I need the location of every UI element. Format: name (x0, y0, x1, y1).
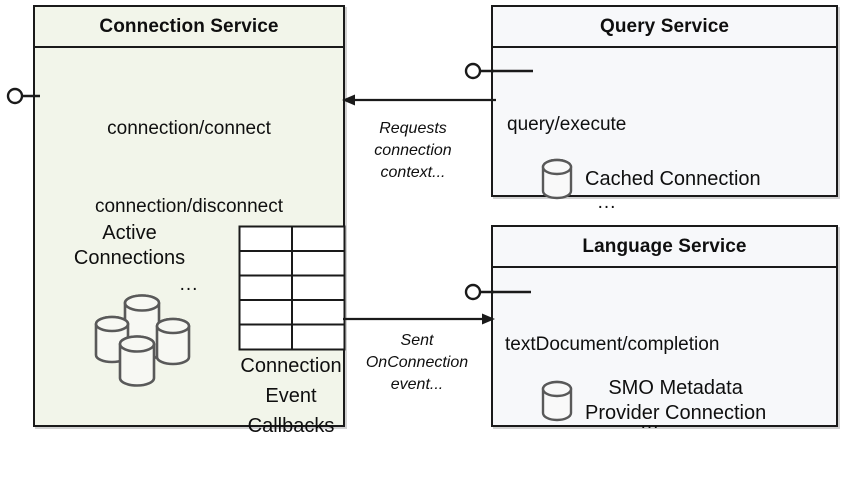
active-connections-label: Active Connections (52, 221, 207, 271)
database-cylinder-icon (541, 380, 573, 422)
edge-label-line3: event... (390, 376, 444, 393)
connection-service-api-list: connection/connect connection/disconnect… (35, 64, 343, 350)
cached-connection-artifact: Cached Connection (541, 158, 761, 200)
api-endpoint-connection-connect: connection/connect (107, 118, 271, 139)
query-service-title: Query Service (493, 7, 836, 48)
query-service-api-list: query/execute ... (507, 60, 846, 268)
database-cylinder-icon (541, 158, 573, 200)
edge-label-line2: connection (374, 142, 452, 159)
language-service-title: Language Service (493, 227, 836, 268)
connection-service-box[interactable]: Connection Service connection/connect co… (33, 5, 346, 437)
edge-label-line2: OnConnection (365, 354, 469, 371)
cached-connection-label: Cached Connection (585, 167, 761, 190)
api-endpoint-textdocument-completion: textDocument/completion (505, 334, 720, 355)
api-endpoint-connection-disconnect: connection/disconnect (94, 196, 283, 217)
edge-label-line3: context... (380, 164, 446, 181)
smo-metadata-label-line2: Provider Connection (585, 402, 767, 424)
smo-metadata-provider-artifact: SMO Metadata Provider Connection (541, 376, 766, 426)
query-service-interface-lollipop[interactable] (462, 59, 494, 83)
query-service-box[interactable]: Query Service query/execute ... Cached C… (491, 5, 838, 213)
callbacks-label-line3: Callbacks (247, 415, 335, 437)
callbacks-label-line1: Connection (240, 355, 342, 377)
connection-service-interface-lollipop[interactable] (4, 84, 40, 108)
architecture-diagram: Connection Service connection/connect co… (4, 5, 838, 437)
active-connections-label-line1: Active (102, 222, 157, 244)
api-endpoint-query-execute: query/execute (507, 114, 627, 135)
language-service-box[interactable]: Language Service textDocument/completion… (491, 225, 838, 433)
connection-event-callbacks-label: Connection Event Callbacks (215, 351, 367, 441)
api-ellipsis: ... (597, 192, 617, 213)
query-service-interface-stub (493, 69, 533, 73)
language-service-api-list: textDocument/completion ... (505, 280, 846, 488)
language-service-interface-lollipop[interactable] (462, 280, 494, 304)
api-ellipsis: ... (640, 412, 660, 433)
language-service-interface-stub (493, 290, 531, 294)
edge-query-to-connection-arrow (342, 94, 496, 106)
api-ellipsis: ... (179, 274, 199, 295)
edge-label-requests-connection-context: Requests connection context... (352, 118, 474, 184)
edge-label-line1: Sent (400, 332, 434, 349)
database-cluster-icon (94, 294, 191, 387)
table-grid-icon (238, 225, 346, 351)
edge-label-line1: Requests (379, 120, 447, 137)
active-connections-label-line2: Connections (73, 247, 186, 269)
connection-service-title: Connection Service (35, 7, 343, 48)
edge-label-sent-onconnection-event: Sent OnConnection event... (352, 330, 482, 396)
edge-connection-to-language-arrow (343, 313, 495, 325)
smo-metadata-label-line1: SMO Metadata (608, 377, 743, 399)
callbacks-label-line2: Event (265, 385, 317, 407)
smo-metadata-provider-label: SMO Metadata Provider Connection (585, 376, 766, 426)
